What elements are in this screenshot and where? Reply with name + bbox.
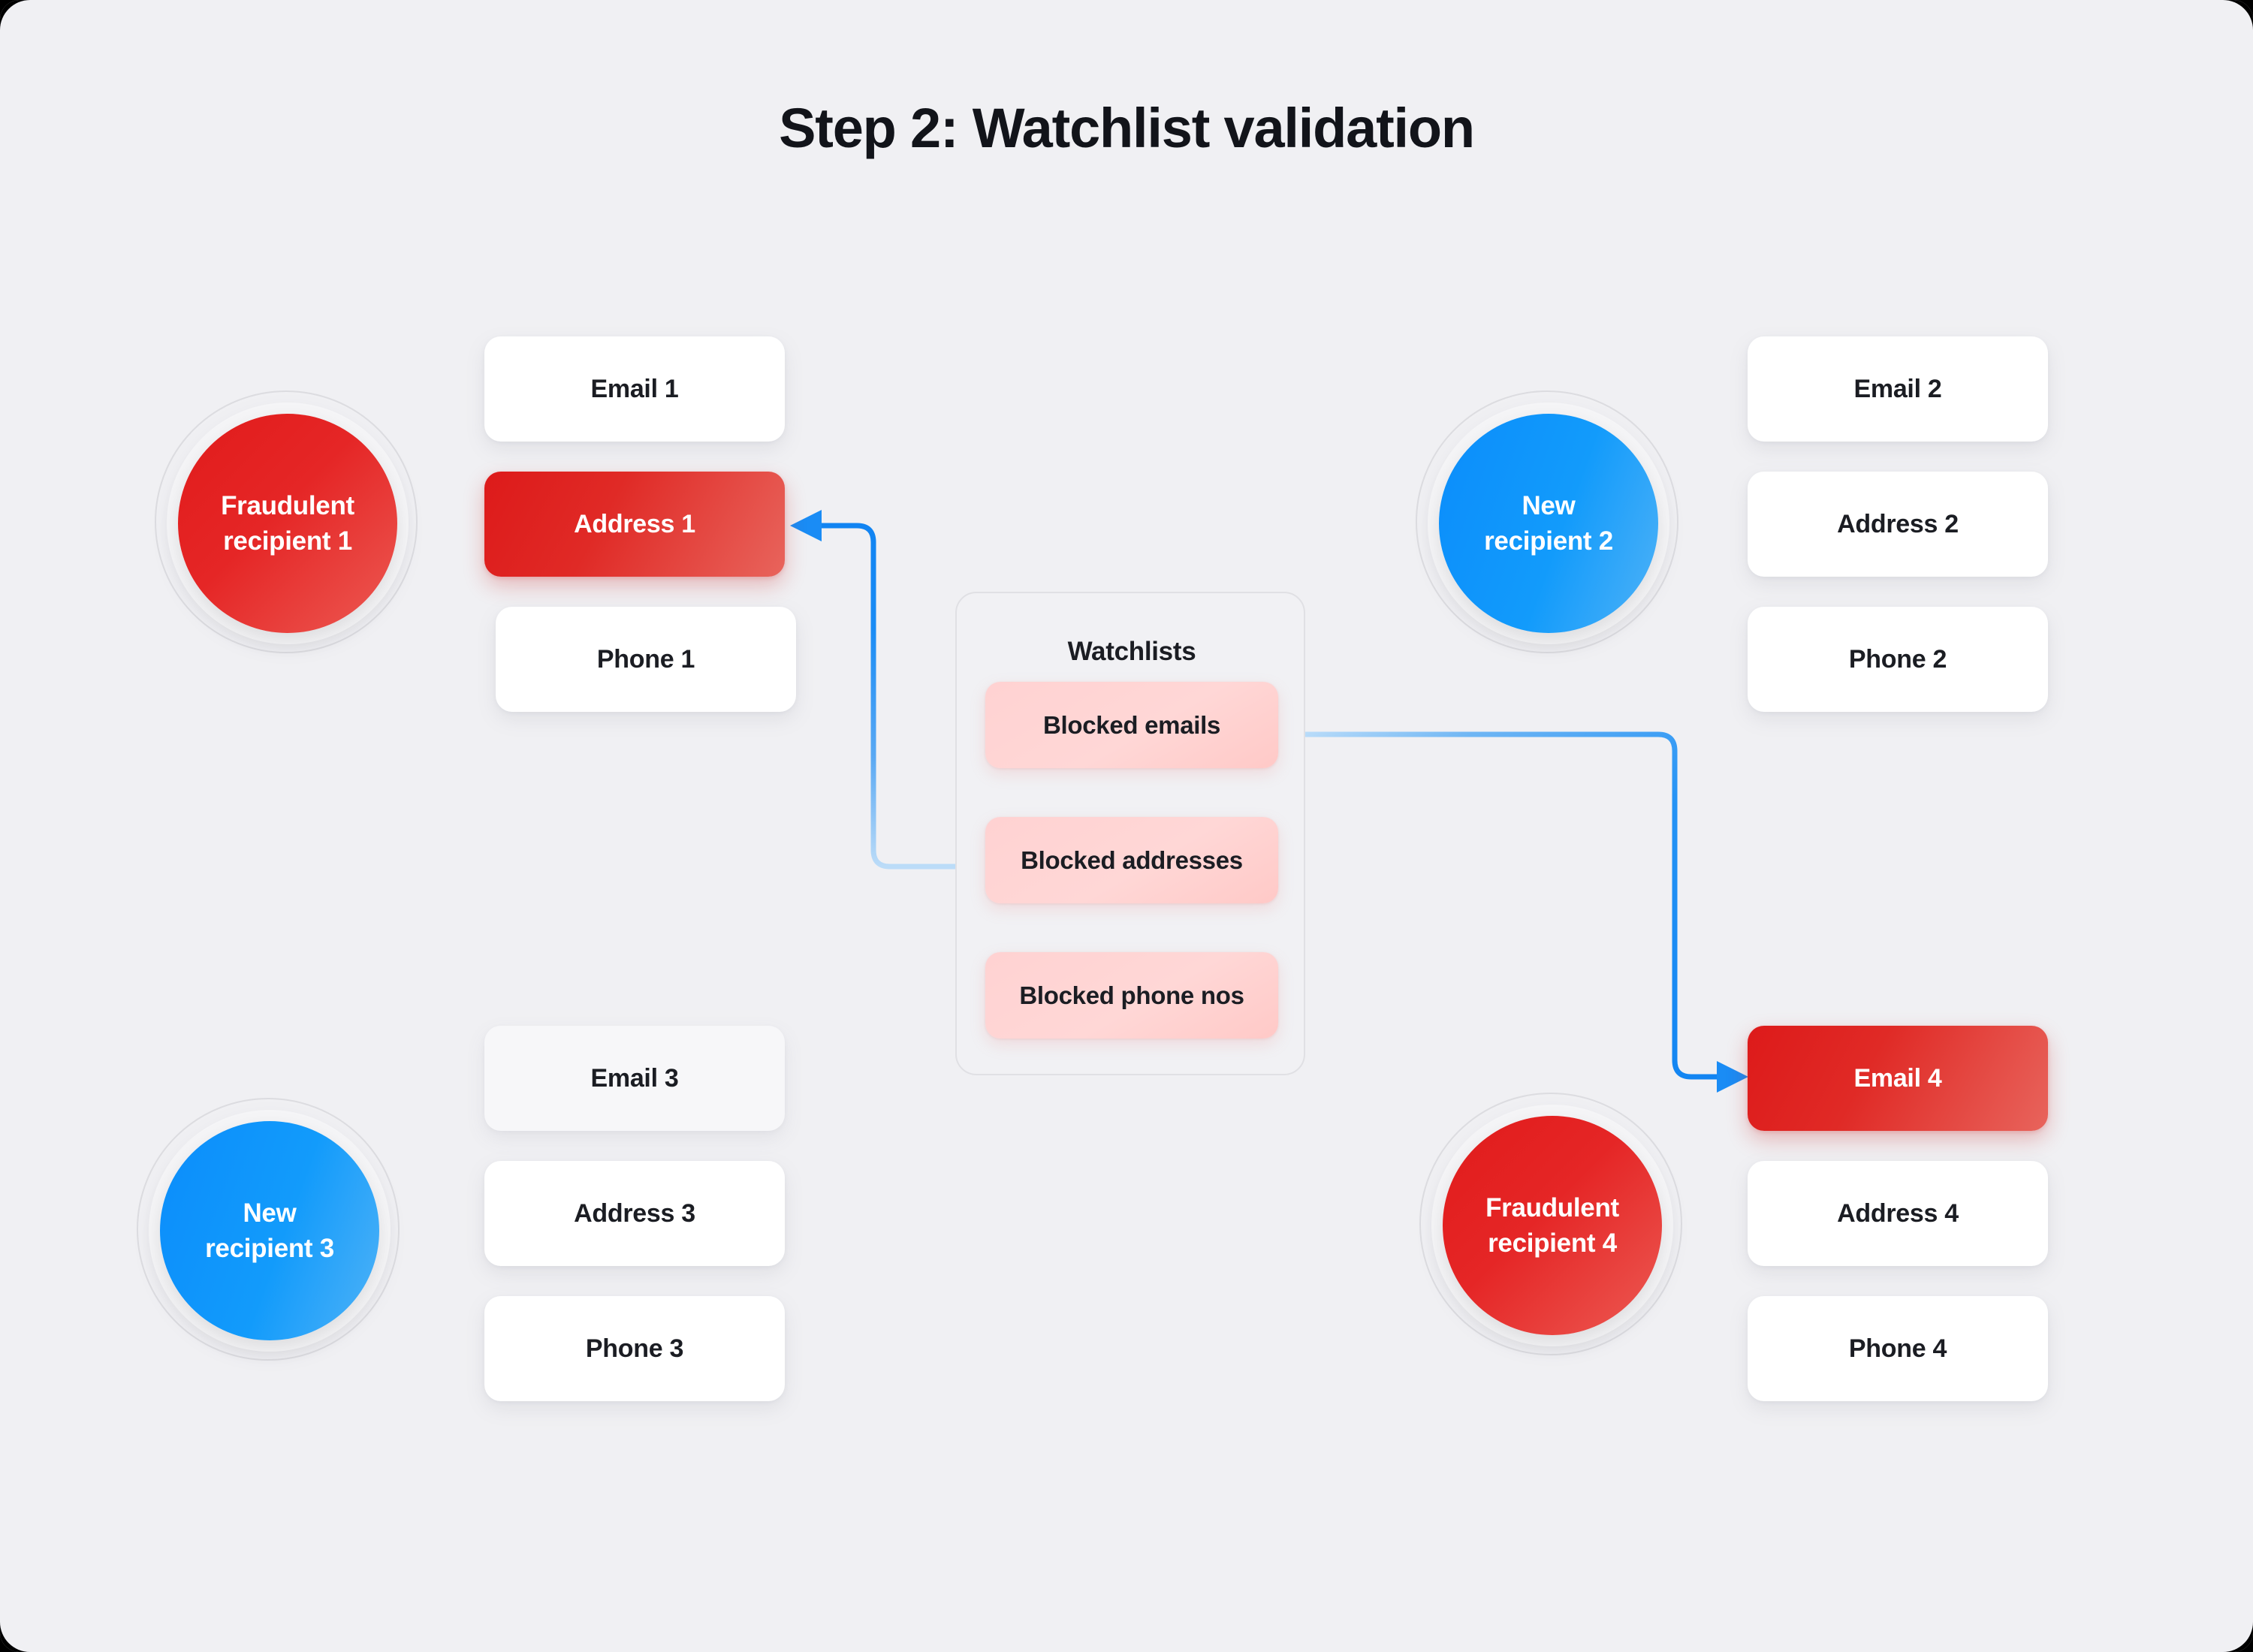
attribute-card-phone-1[interactable]: Phone 1 [496,607,796,712]
recipient-line2: recipient 2 [1484,526,1613,556]
connector-blocked-emails-to-email-4 [1274,731,1748,1093]
recipient-node-4[interactable]: Fraudulent recipient 4 [1419,1093,1682,1355]
corner-mask-bottom-left [0,1592,60,1652]
recipient-node-3[interactable]: New recipient 3 [137,1098,400,1361]
attribute-card-phone-4[interactable]: Phone 4 [1748,1296,2048,1401]
recipient-line1: Fraudulent [1485,1192,1619,1222]
recipient-label-3: New recipient 3 [160,1121,379,1340]
corner-mask-top-right [2193,0,2253,60]
corner-mask-bottom-right [2193,1592,2253,1652]
attribute-card-address-3[interactable]: Address 3 [484,1161,785,1266]
watchlists-title: Watchlists [1067,637,1196,666]
recipient-node-2[interactable]: New recipient 2 [1416,390,1678,653]
recipient-node-1[interactable]: Fraudulent recipient 1 [155,390,418,653]
recipient-line2: recipient 3 [205,1234,334,1263]
recipient-line1: New [243,1198,297,1228]
attribute-card-address-2[interactable]: Address 2 [1748,472,2048,577]
attribute-card-phone-2[interactable]: Phone 2 [1748,607,2048,712]
watchlist-item-blocked-emails[interactable]: Blocked emails [985,682,1278,768]
recipient-line2: recipient 1 [223,526,352,556]
watchlist-item-blocked-phone-nos[interactable]: Blocked phone nos [985,952,1278,1039]
attribute-card-address-1[interactable]: Address 1 [484,472,785,577]
recipient-label-2: New recipient 2 [1439,414,1658,633]
attribute-card-email-1[interactable]: Email 1 [484,336,785,442]
page-title: Step 2: Watchlist validation [779,97,1475,159]
recipient-line2: recipient 4 [1488,1228,1617,1258]
recipient-line1: New [1522,490,1576,520]
corner-mask-top-left [0,0,60,60]
attribute-card-address-4[interactable]: Address 4 [1748,1161,2048,1266]
recipient-label-1: Fraudulent recipient 1 [178,414,397,633]
attribute-card-email-4[interactable]: Email 4 [1748,1026,2048,1131]
attribute-card-email-3[interactable]: Email 3 [484,1026,785,1131]
watchlists-panel: Watchlists Blocked emails Blocked addres… [955,592,1305,1075]
watchlist-item-blocked-addresses[interactable]: Blocked addresses [985,817,1278,903]
attribute-card-phone-3[interactable]: Phone 3 [484,1296,785,1401]
attribute-card-email-2[interactable]: Email 2 [1748,336,2048,442]
recipient-line1: Fraudulent [221,490,354,520]
recipient-label-4: Fraudulent recipient 4 [1443,1116,1662,1335]
